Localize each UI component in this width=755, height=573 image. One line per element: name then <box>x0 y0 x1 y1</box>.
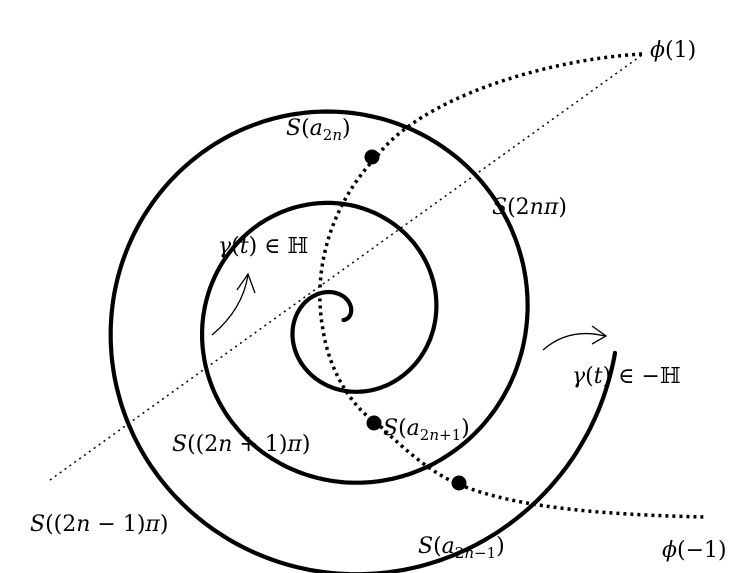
label-gamma-in-minus-H: γ(t) ∈ −ℍ <box>572 364 681 389</box>
phi-dotted-curve <box>318 52 706 519</box>
point-S-a-2n-minus-1 <box>451 475 467 491</box>
arrow-gamma-in-H-head <box>236 272 256 294</box>
label-phi-minus-1: ϕ(−1) <box>662 538 727 563</box>
label-S-2npi: S(2nπ) <box>492 195 567 220</box>
label-S-2n-plus-1-pi: S((2n + 1)π) <box>172 432 311 457</box>
point-S-a-2n <box>364 149 380 165</box>
label-S-a-2n: S(a2n) <box>286 116 351 144</box>
arrow-gamma-in-minus-H-head <box>591 325 608 345</box>
diagonal-dotted-line <box>49 54 643 481</box>
label-S-2n-minus-1-pi: S((2n − 1)π) <box>30 512 169 537</box>
arrow-gamma-in-minus-H <box>542 332 606 351</box>
label-S-a-2n-plus-1: S(a2n+1) <box>383 416 470 444</box>
label-S-a-2n-minus-1: S(a2n−1) <box>418 534 505 562</box>
point-S-a-2n-plus-1 <box>366 415 382 431</box>
spiral-curve <box>108 109 618 573</box>
label-phi-1: ϕ(1) <box>650 38 697 63</box>
label-gamma-in-H: γ(t) ∈ ℍ <box>218 234 309 259</box>
arrow-gamma-in-H <box>211 274 249 336</box>
